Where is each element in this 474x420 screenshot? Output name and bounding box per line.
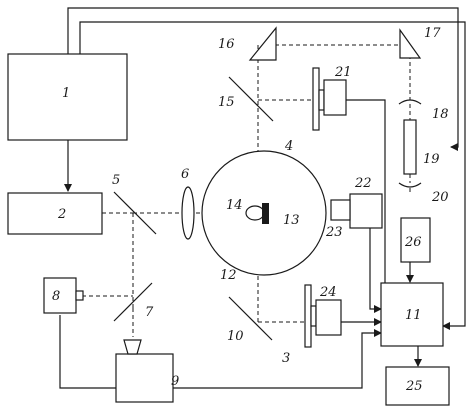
mirror-15 xyxy=(228,76,274,122)
component-box-25 xyxy=(385,366,450,406)
wire-1-top-loop xyxy=(67,7,459,151)
label-6: 6 xyxy=(181,167,189,182)
label-8: 8 xyxy=(52,289,60,304)
lens-6 xyxy=(181,186,195,240)
beam-splitter-7 xyxy=(113,282,153,322)
label-13: 13 xyxy=(283,213,300,228)
filter-19 xyxy=(403,119,417,175)
label-22: 22 xyxy=(354,176,372,191)
objective-lens-9 xyxy=(123,339,142,355)
label-4: 4 xyxy=(284,139,293,154)
mirror-10 xyxy=(228,296,273,341)
prism-17 xyxy=(399,28,422,59)
detector-body-4 xyxy=(318,89,325,111)
label-12: 12 xyxy=(220,268,237,283)
wire-1-to-11 xyxy=(79,21,466,330)
label-20: 20 xyxy=(431,190,449,205)
wire-22-to-11 xyxy=(369,228,382,313)
label-1: 1 xyxy=(62,86,70,101)
label-3: 3 xyxy=(282,351,290,366)
label-16: 16 xyxy=(218,37,235,52)
label-11: 11 xyxy=(405,308,422,323)
beam-splitter-5 xyxy=(113,191,157,235)
wire-8-to-11 xyxy=(59,315,382,389)
detector-body-3 xyxy=(310,305,317,327)
component-box-26 xyxy=(400,217,431,263)
lens-18 xyxy=(398,99,422,105)
label-10: 10 xyxy=(227,329,244,344)
component-box-8-port xyxy=(75,290,84,301)
label-21: 21 xyxy=(334,65,352,80)
label-24: 24 xyxy=(319,285,337,300)
prism-16 xyxy=(248,26,277,61)
label-15: 15 xyxy=(218,95,235,110)
detector-plate-4 xyxy=(312,67,320,131)
component-box-9 xyxy=(115,353,174,403)
label-23: 23 xyxy=(325,225,343,240)
detector-plate-3 xyxy=(304,284,312,348)
label-5: 5 xyxy=(112,173,120,188)
label-18: 18 xyxy=(432,107,449,122)
label-25: 25 xyxy=(405,379,423,394)
label-14: 14 xyxy=(226,198,243,213)
label-17: 17 xyxy=(424,26,441,41)
label-19: 19 xyxy=(423,152,440,167)
label-2: 2 xyxy=(57,207,66,222)
detector-box-24 xyxy=(315,299,342,336)
component-box-1 xyxy=(7,53,128,141)
detector-connector-23 xyxy=(330,199,351,221)
lens-20 xyxy=(398,182,422,188)
label-7: 7 xyxy=(145,305,154,320)
component-labels: 1 2 3 4 5 6 7 8 9 10 11 12 13 14 15 16 1… xyxy=(52,26,449,394)
detector-box-22 xyxy=(349,193,383,229)
target-13 xyxy=(262,203,269,224)
label-26: 26 xyxy=(404,235,422,250)
label-9: 9 xyxy=(171,374,179,389)
component-box-8 xyxy=(43,277,77,314)
component-box-11 xyxy=(380,282,444,347)
signal-wires xyxy=(59,7,466,389)
sample-14 xyxy=(245,205,265,221)
detector-box-21 xyxy=(323,79,347,116)
component-box-2 xyxy=(7,192,103,235)
